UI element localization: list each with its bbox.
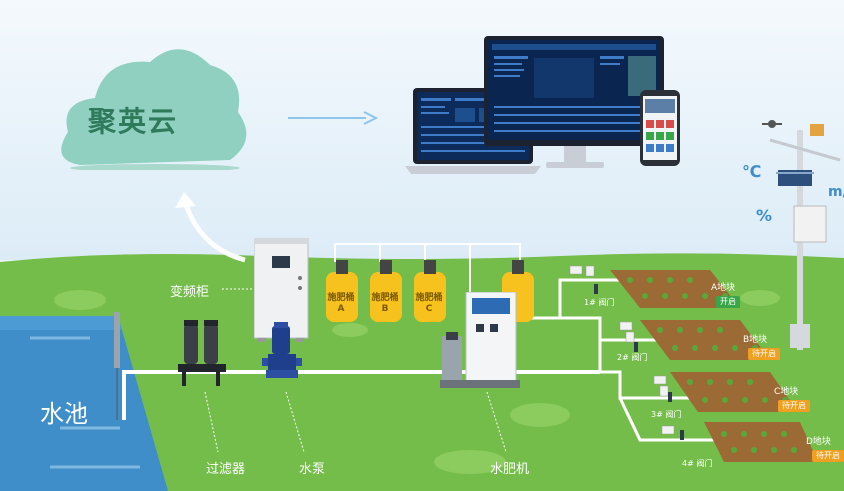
plot-c-status: 待开启: [778, 400, 810, 412]
cloud-brand-text: 聚英云: [88, 105, 179, 138]
pump-label: 水泵: [299, 462, 326, 477]
valve-1-label: 1# 阀门: [584, 298, 615, 307]
valve-3-label: 3# 阀门: [651, 410, 682, 419]
filter-label: 过滤器: [206, 462, 246, 477]
phone-icon: [640, 90, 680, 166]
plot-d-label: D地块: [806, 437, 831, 447]
pump-icon: [262, 322, 302, 378]
valve-devices: [569, 265, 684, 440]
humidity-unit: %: [756, 206, 773, 225]
fertilizer-tanks: [326, 260, 534, 322]
plot-c-label: C地块: [774, 387, 799, 397]
plot-b-label: B地块: [743, 335, 768, 345]
filter-icon: [178, 320, 226, 386]
plot-b-status: 待开启: [748, 348, 780, 360]
wind-unit: m/: [828, 184, 844, 200]
cabinet-icon: [254, 238, 309, 342]
fertilizer-machine-icon: [440, 292, 520, 388]
fertilizer-machine-label: 水肥机: [490, 462, 530, 477]
valve-4-label: 4# 阀门: [682, 459, 713, 468]
plot-d-status: 待开启: [812, 450, 844, 462]
field-plots: [610, 270, 818, 462]
cabinet-label: 变频柜: [170, 285, 210, 300]
temperature-unit: ℃: [742, 162, 762, 181]
arrow-right-icon: [288, 111, 379, 125]
arrow-up-curve-icon: [175, 192, 246, 263]
valve-2-label: 2# 阀门: [617, 353, 648, 362]
plot-a-status: 开启: [716, 296, 740, 308]
cloud-logo: [61, 49, 247, 170]
weather-station-icon: [762, 120, 841, 350]
pond-shape: [0, 316, 168, 491]
monitor-icon: [484, 36, 664, 168]
pond-label: 水池: [40, 400, 88, 428]
plot-a-label: A地块: [711, 283, 736, 293]
